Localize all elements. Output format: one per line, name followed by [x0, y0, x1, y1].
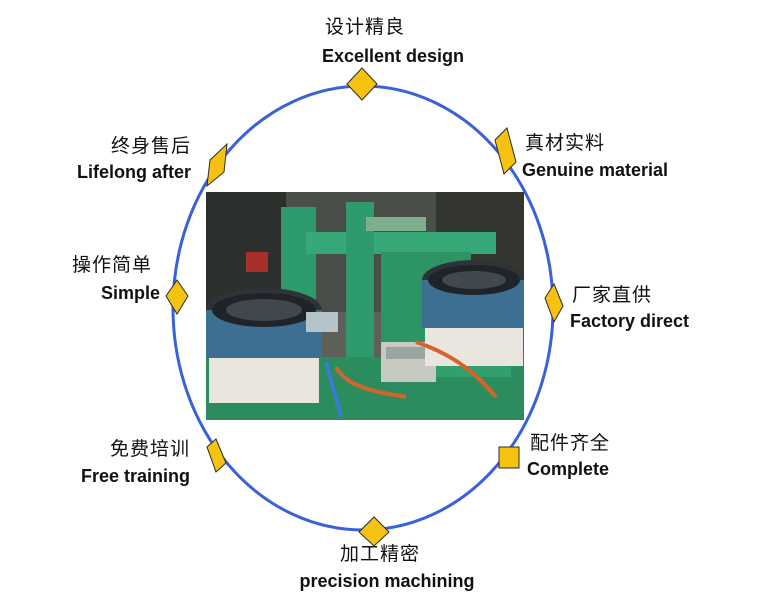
machine-photo: [206, 192, 524, 420]
parallelogram-marker-upper-right: [494, 127, 517, 175]
label-cn-precision-machining: 加工精密: [339, 543, 421, 565]
label-cn-free-training: 免费培训: [110, 438, 191, 460]
parallelogram-marker-lower-left: [206, 438, 227, 473]
label-cn-factory-direct: 厂家直供: [572, 284, 653, 306]
label-en-simple: Simple: [101, 283, 161, 303]
label-cn-excellent-design: 设计精良: [324, 16, 406, 38]
parallelogram-marker-right: [544, 282, 564, 324]
square-marker-lower-right: [498, 446, 520, 469]
label-cn-simple: 操作简单: [72, 254, 153, 276]
label-en-excellent-design: Excellent design: [321, 46, 465, 66]
label-en-complete: Complete: [527, 459, 610, 479]
label-en-genuine-material: Genuine material: [522, 160, 669, 180]
label-en-free-training: Free training: [81, 466, 191, 486]
label-en-lifelong-after: Lifelong after: [77, 162, 192, 182]
diamond-marker-bottom: [358, 516, 390, 547]
label-en-factory-direct: Factory direct: [570, 311, 690, 331]
label-en-precision-machining: precision machining: [299, 571, 475, 591]
label-cn-complete: 配件齐全: [530, 432, 611, 454]
parallelogram-marker-upper-left: [206, 142, 228, 188]
label-cn-lifelong-after: 终身售后: [111, 135, 192, 157]
diamond-marker-left: [165, 279, 189, 315]
label-cn-genuine-material: 真材实料: [525, 132, 606, 154]
diamond-marker-top: [346, 67, 378, 101]
